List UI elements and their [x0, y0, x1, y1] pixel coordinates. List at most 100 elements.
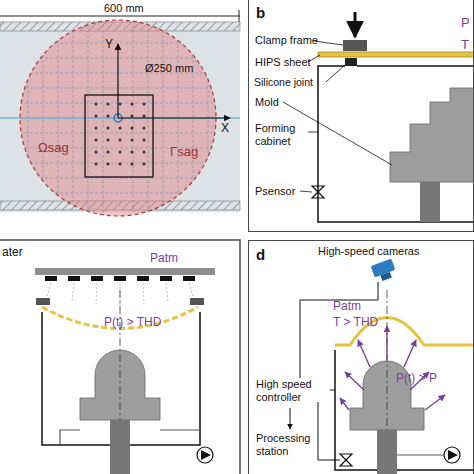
- marker-dots: [143, 139, 146, 142]
- grid-lines: [20, 193, 216, 194]
- marker-dots: [95, 103, 146, 166]
- camera-icon: [380, 272, 391, 281]
- leader-lines: [314, 41, 343, 45]
- marker-dots: [143, 127, 146, 130]
- marker-dots: [119, 103, 122, 106]
- heater-elements: [183, 276, 195, 281]
- boundary-label: Γsag: [170, 145, 198, 160]
- grid-lines: [20, 163, 216, 164]
- forming-setup: [397, 454, 444, 455]
- temperature-label: T > THD: [333, 316, 378, 330]
- marker-dots: [131, 115, 134, 118]
- pressure-label: P(t) > P: [396, 372, 437, 386]
- part-label: Forming cabinet: [255, 122, 307, 147]
- forming-setup: [300, 282, 378, 378]
- forming-setup: [444, 447, 460, 463]
- axis-label: X: [221, 122, 229, 136]
- marker-dots: [143, 151, 146, 154]
- marker-dots: [107, 103, 110, 106]
- heater-elements: [68, 276, 80, 281]
- sheet-photo: [0, 16, 240, 17]
- forming-setup: [354, 12, 357, 37]
- axis-label: Y: [105, 38, 113, 52]
- marker-dots: [95, 139, 98, 142]
- heat-rays: [189, 283, 194, 300]
- heater-elements: [45, 276, 195, 281]
- sheet-photo: [239, 10, 240, 22]
- part-label: High-speed cameras: [318, 245, 420, 258]
- heater-elements: [45, 276, 57, 281]
- forming-setup: [318, 52, 474, 57]
- part-label: ater: [2, 246, 23, 260]
- dimension-label: 600 mm: [104, 2, 144, 15]
- marker-dots: [119, 139, 122, 142]
- part-label: Clamp frame: [255, 34, 318, 47]
- sheet-photo: [0, 117, 240, 118]
- forming-setup: [318, 402, 340, 460]
- temperature-label: P(t) > THD: [104, 316, 161, 330]
- forming-setup: [377, 430, 397, 474]
- marker-dots: [107, 151, 110, 154]
- heating-setup: [60, 430, 200, 445]
- sheet-photo: [0, 10, 240, 216]
- forming-setup: [330, 390, 335, 391]
- marker-dots: [107, 163, 110, 166]
- temperature-label: T: [461, 38, 469, 53]
- leader-lines: [283, 102, 392, 165]
- marker-dots: [107, 139, 110, 142]
- heat-rays: [96, 283, 97, 304]
- grid-lines: [20, 133, 216, 134]
- heating-setup: [197, 447, 213, 463]
- marker-dots: [143, 163, 146, 166]
- leader-lines: [326, 64, 346, 82]
- pressure-arrows: [386, 326, 387, 360]
- pressure-label: P: [461, 16, 470, 31]
- marker-dots: [119, 163, 122, 166]
- pressure-arrows: [340, 326, 445, 410]
- pressure-arrows: [340, 398, 349, 410]
- heater-elements: [137, 276, 149, 281]
- heat-rays: [143, 283, 144, 304]
- forming-setup: [390, 88, 474, 182]
- sheet-photo: [118, 117, 230, 118]
- marker-dots: [95, 103, 98, 106]
- forming-setup: [420, 182, 440, 222]
- heater-elements: [91, 276, 103, 281]
- forming-setup: [343, 40, 367, 51]
- marker-dots: [131, 151, 134, 154]
- marker-dots: [143, 115, 146, 118]
- pressure-label: Patm: [333, 300, 361, 314]
- heater-elements: [114, 276, 126, 281]
- camera-icon: [371, 259, 398, 283]
- sensor-label: Psensor: [255, 185, 295, 198]
- heating-setup: [36, 298, 50, 305]
- marker-dots: [95, 127, 98, 130]
- part-label: Mold: [255, 96, 279, 109]
- marker-dots: [131, 127, 134, 130]
- marker-dots: [107, 127, 110, 130]
- pressure-arrows: [345, 372, 364, 390]
- forming-setup: [312, 186, 324, 198]
- marker-dots: [131, 163, 134, 166]
- marker-dots: [95, 151, 98, 154]
- panel-letter: d: [256, 246, 265, 263]
- forming-setup: [340, 454, 352, 466]
- heat-rays: [166, 283, 168, 302]
- marker-dots: [131, 139, 134, 142]
- forming-setup: [290, 259, 474, 474]
- forming-setup: [345, 58, 357, 66]
- heating-setup: [0, 240, 240, 474]
- heat-rays: [46, 283, 51, 300]
- sheet-photo: [117, 44, 118, 118]
- heating-setup: [110, 420, 130, 474]
- station-label: Processing station: [256, 432, 330, 457]
- marker-dots: [95, 115, 98, 118]
- heating-setup: [190, 298, 204, 305]
- marker-dots: [143, 103, 146, 106]
- leader-lines: [308, 132, 318, 133]
- pressure-arrows: [358, 340, 370, 367]
- heating-setup: [0, 240, 240, 474]
